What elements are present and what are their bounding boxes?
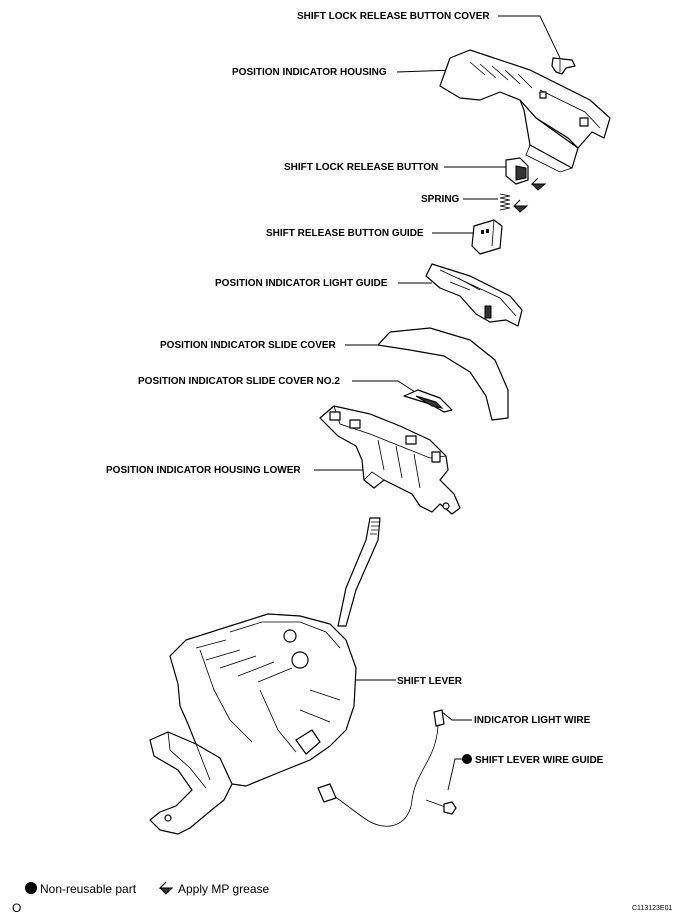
callout-indicator-light-wire: INDICATOR LIGHT WIRE [441, 711, 591, 726]
grease-arrow-icon [530, 177, 547, 191]
figure-id: C113123E01 [632, 905, 672, 912]
callout-shift-lever-wire-guide: SHIFT LEVER WIRE GUIDE [447, 754, 604, 791]
spring-part [499, 193, 529, 213]
callout-position-indicator-slide-cover-no2: POSITION INDICATOR SLIDE COVER NO.2 [138, 376, 416, 393]
label-position-indicator-slide-cover: POSITION INDICATOR SLIDE COVER [160, 340, 337, 351]
label-shift-lever-wire-guide: SHIFT LEVER WIRE GUIDE [475, 755, 604, 766]
label-shift-lever: SHIFT LEVER [397, 676, 463, 687]
position-indicator-slide-cover-part [377, 327, 509, 421]
position-indicator-housing-part [439, 49, 611, 173]
position-indicator-light-guide-part [425, 263, 523, 327]
label-spring: SPRING [421, 194, 460, 205]
callout-position-indicator-slide-cover: POSITION INDICATOR SLIDE COVER [160, 340, 380, 351]
callout-spring: SPRING [421, 194, 498, 205]
label-shift-lock-release-button-cover: SHIFT LOCK RELEASE BUTTON COVER [297, 11, 490, 22]
indicator-light-wire-part [317, 709, 445, 827]
label-position-indicator-light-guide: POSITION INDICATOR LIGHT GUIDE [215, 278, 388, 289]
position-indicator-housing-lower-part [319, 405, 461, 515]
non-reusable-marker-icon [462, 754, 472, 764]
label-position-indicator-housing-lower: POSITION INDICATOR HOUSING LOWER [106, 465, 301, 476]
callout-shift-lever: SHIFT LEVER [350, 676, 463, 687]
non-reusable-part-icon [25, 882, 37, 894]
label-position-indicator-housing: POSITION INDICATOR HOUSING [232, 67, 387, 78]
label-indicator-light-wire: INDICATOR LIGHT WIRE [474, 715, 591, 726]
label-shift-lock-release-button: SHIFT LOCK RELEASE BUTTON [284, 162, 438, 173]
shift-lock-release-button-cover-part [551, 57, 576, 75]
callout-shift-release-button-guide: SHIFT RELEASE BUTTON GUIDE [266, 228, 473, 239]
footer-left-mark: O [12, 901, 21, 915]
legend: Non-reusable part Apply MP grease [25, 881, 269, 896]
grease-arrow-icon [512, 199, 529, 213]
position-indicator-slide-cover-no2-part [403, 389, 453, 413]
legend-apply-mp-grease: Apply MP grease [178, 882, 269, 896]
shift-release-button-guide-part [471, 219, 503, 255]
callout-position-indicator-housing-lower: POSITION INDICATOR HOUSING LOWER [106, 465, 363, 476]
callout-shift-lock-release-button: SHIFT LOCK RELEASE BUTTON [284, 162, 506, 173]
apply-mp-grease-arrow-icon [158, 881, 174, 895]
shift-lever-wire-guide-part [425, 799, 457, 815]
callout-shift-lock-release-button-cover: SHIFT LOCK RELEASE BUTTON COVER [297, 11, 561, 59]
shift-lever-part [149, 517, 381, 835]
label-shift-release-button-guide: SHIFT RELEASE BUTTON GUIDE [266, 228, 424, 239]
shift-lock-release-button-part [505, 157, 547, 191]
label-position-indicator-slide-cover-no2: POSITION INDICATOR SLIDE COVER NO.2 [138, 376, 340, 387]
legend-non-reusable-part: Non-reusable part [40, 882, 137, 896]
callout-position-indicator-housing: POSITION INDICATOR HOUSING [232, 67, 456, 78]
callout-position-indicator-light-guide: POSITION INDICATOR LIGHT GUIDE [215, 278, 432, 289]
